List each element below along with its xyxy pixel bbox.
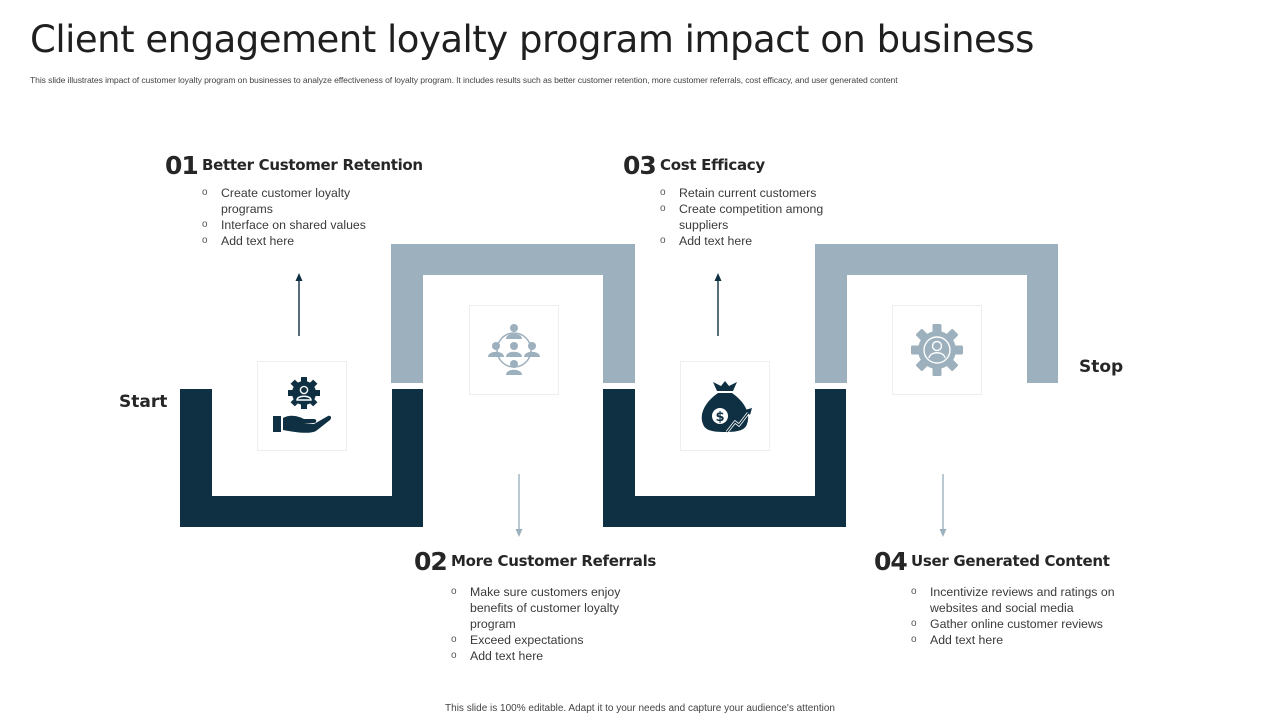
bullet-item: Gather online customer reviews [911, 616, 1126, 632]
arrow-up-icon [295, 273, 303, 336]
icon-box-2 [469, 305, 559, 395]
bullet-item: Add text here [911, 632, 1126, 648]
svg-text:$: $ [715, 410, 724, 425]
icon-box-3: $ [680, 361, 770, 451]
start-label: Start [119, 392, 168, 412]
step-title: User Generated Content [911, 552, 1110, 570]
step-title: More Customer Referrals [451, 552, 657, 570]
step-title: Better Customer Retention [202, 156, 423, 174]
arrow-down-icon [939, 474, 947, 537]
bullet-item: Interface on shared values [202, 217, 392, 233]
step-bullets: Create customer loyalty programs Interfa… [202, 185, 392, 249]
page-subtitle: This slide illustrates impact of custome… [30, 75, 898, 85]
step-number: 04 [874, 547, 908, 576]
arrow-down-icon [515, 474, 523, 537]
bullet-item: Retain current customers [660, 185, 860, 201]
step-number: 01 [165, 151, 199, 180]
bullet-item: Incentivize reviews and ratings on websi… [911, 584, 1126, 616]
bullet-item: Add text here [202, 233, 392, 249]
step-number: 02 [414, 547, 448, 576]
step-number: 03 [623, 151, 657, 180]
step-title: Cost Efficacy [660, 156, 765, 174]
page-title: Client engagement loyalty program impact… [30, 18, 1034, 61]
step-bullets: Make sure customers enjoy benefits of cu… [451, 584, 641, 664]
gear-user-icon [911, 324, 963, 376]
bullet-item: Create competition among suppliers [660, 201, 860, 233]
arrow-up-icon [714, 273, 722, 336]
hand-gear-user-icon [273, 377, 332, 433]
bullet-item: Add text here [451, 648, 641, 664]
icon-box-1 [257, 361, 347, 451]
stop-label: Stop [1079, 357, 1124, 377]
bullet-item: Create customer loyalty programs [202, 185, 392, 217]
money-bag-growth-icon: $ [701, 381, 752, 433]
step-bullets: Incentivize reviews and ratings on websi… [911, 584, 1126, 648]
bullet-item: Exceed expectations [451, 632, 641, 648]
bullet-item: Add text here [660, 233, 860, 249]
bullet-item: Make sure customers enjoy benefits of cu… [451, 584, 641, 632]
icon-box-4 [892, 305, 982, 395]
footer-note: This slide is 100% editable. Adapt it to… [445, 703, 835, 714]
step-bullets: Retain current customers Create competit… [660, 185, 860, 249]
user-network-icon [488, 324, 540, 375]
